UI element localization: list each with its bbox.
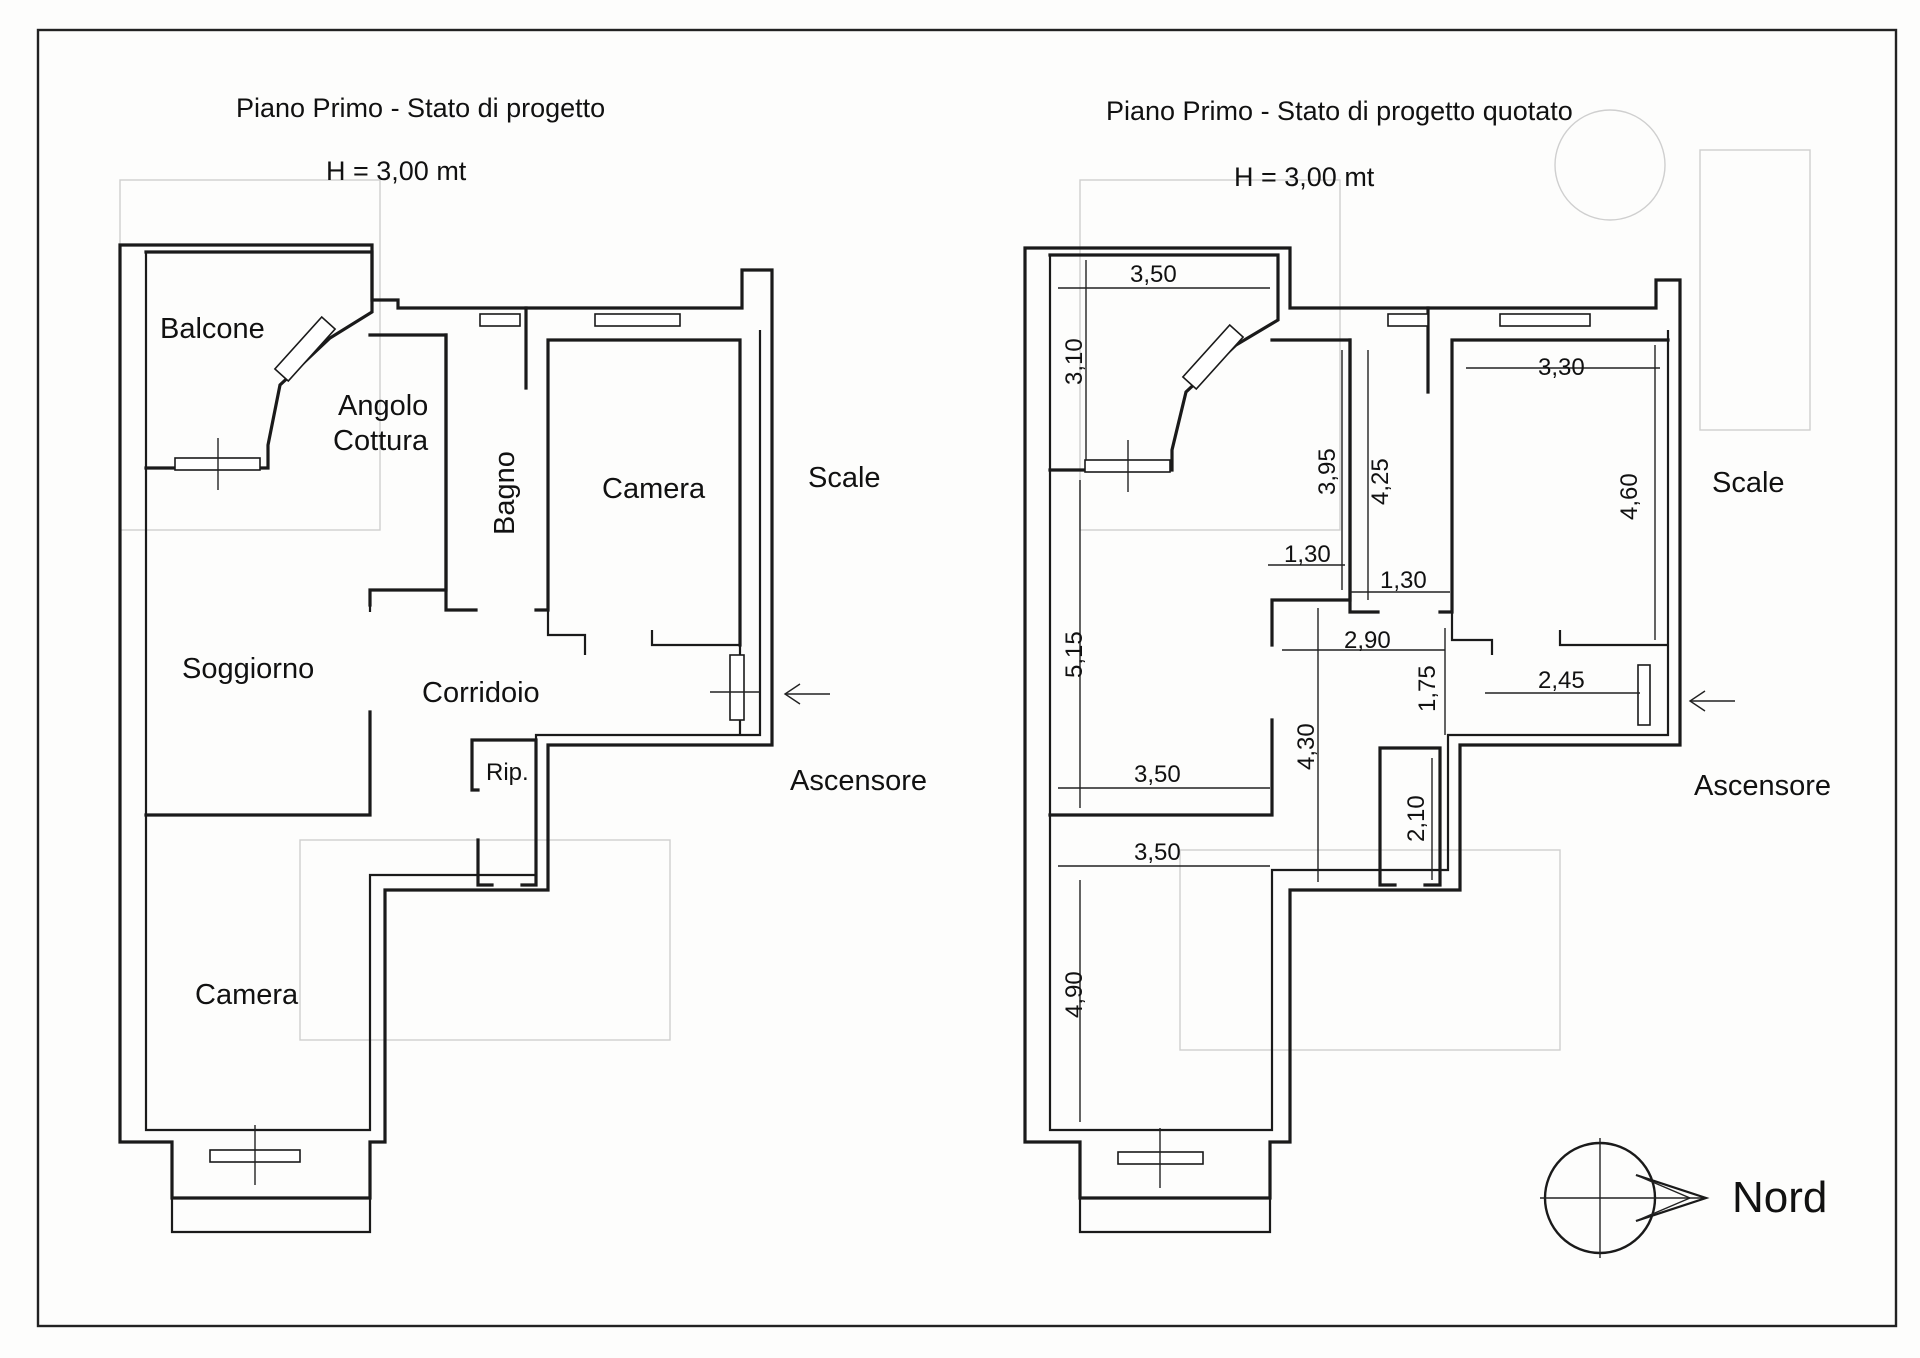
room-camera-bottom: Camera [195,979,299,1011]
label-ascensore-right: Ascensore [1694,770,1831,802]
left-rip-wall [470,738,538,887]
right-inner-wall [1048,255,1670,1132]
dim-entry-width: 2,45 [1538,667,1585,694]
left-bagno-window [479,313,521,327]
left-corridor-doors [546,610,742,735]
right-bagno-window [1387,313,1429,327]
left-cottura-window [273,315,337,383]
right-plan-height: H = 3,00 mt [1234,162,1375,192]
dim-camera-height: 4,60 [1616,473,1643,520]
dim-camera2-height: 4,90 [1061,971,1088,1018]
label-scale-right: Scale [1712,467,1785,499]
left-bottom-balcony [170,1160,372,1234]
left-plan-height: H = 3,00 mt [326,156,467,186]
dim-camera-width: 3,30 [1538,354,1585,381]
right-corridor-doors [1450,612,1668,655]
room-camera-top: Camera [602,473,706,505]
right-camera-window [1499,313,1591,327]
dim-left-height: 4,30 [1293,723,1320,770]
room-bagno: Bagno [489,451,521,535]
right-cottura-window [1181,323,1245,391]
left-divider-sogg-cam [144,710,372,817]
dim-corridoio-width: 2,90 [1344,627,1391,654]
left-sogg-right-wall [368,333,448,607]
right-divider-sogg-cam [1048,718,1274,817]
room-angolo-line2: Cottura [333,425,429,457]
dim-balcone-width: 3,50 [1130,261,1177,288]
right-plan [1023,246,1735,1234]
left-plan-title: Piano Primo - Stato di progetto [236,93,605,123]
right-rip-wall [1378,746,1442,887]
north-arrow-icon [1540,1138,1710,1258]
label-scale-left: Scale [808,462,881,494]
right-plan-title: Piano Primo - Stato di progetto quotato [1106,96,1573,126]
dim-cottura-height: 3,95 [1314,448,1341,495]
dim-bagno-height: 4,25 [1367,458,1394,505]
room-angolo-line1: Angolo [338,390,428,422]
room-ripostiglio: Rip. [486,759,529,786]
dim-ripostiglio-height: 2,10 [1403,795,1430,842]
left-entry-arrow-icon [783,683,830,705]
dim-soggiorno-height: 5,15 [1061,631,1088,678]
room-corridoio: Corridoio [422,677,540,709]
compass-label: Nord [1732,1173,1827,1222]
right-bottom-balcony [1078,1160,1272,1234]
dim-balcone-height: 3,10 [1061,338,1088,385]
room-balcone: Balcone [160,313,265,345]
right-dimension-lines [1058,260,1660,1122]
dim-camera2-width: 3,50 [1134,839,1181,866]
right-entry-door [1637,664,1651,726]
dim-bagno-width: 1,30 [1380,567,1427,594]
dim-soggiorno-width: 3,50 [1134,761,1181,788]
sheet-border [36,28,1898,1328]
left-camera-window [594,313,681,327]
label-ascensore-left: Ascensore [790,765,927,797]
left-inner-wall [144,252,762,1132]
right-entry-arrow-icon [1688,690,1735,712]
left-bagno-wall [444,306,742,647]
left-entry-door [729,654,745,721]
dim-cottura-width: 1,30 [1284,541,1331,568]
room-soggiorno: Soggiorno [182,653,314,685]
ghost-lines [119,109,1811,1051]
right-outer-wall [1023,246,1682,1200]
left-plan [118,243,830,1234]
dim-corridoio-height: 1,75 [1414,665,1441,712]
